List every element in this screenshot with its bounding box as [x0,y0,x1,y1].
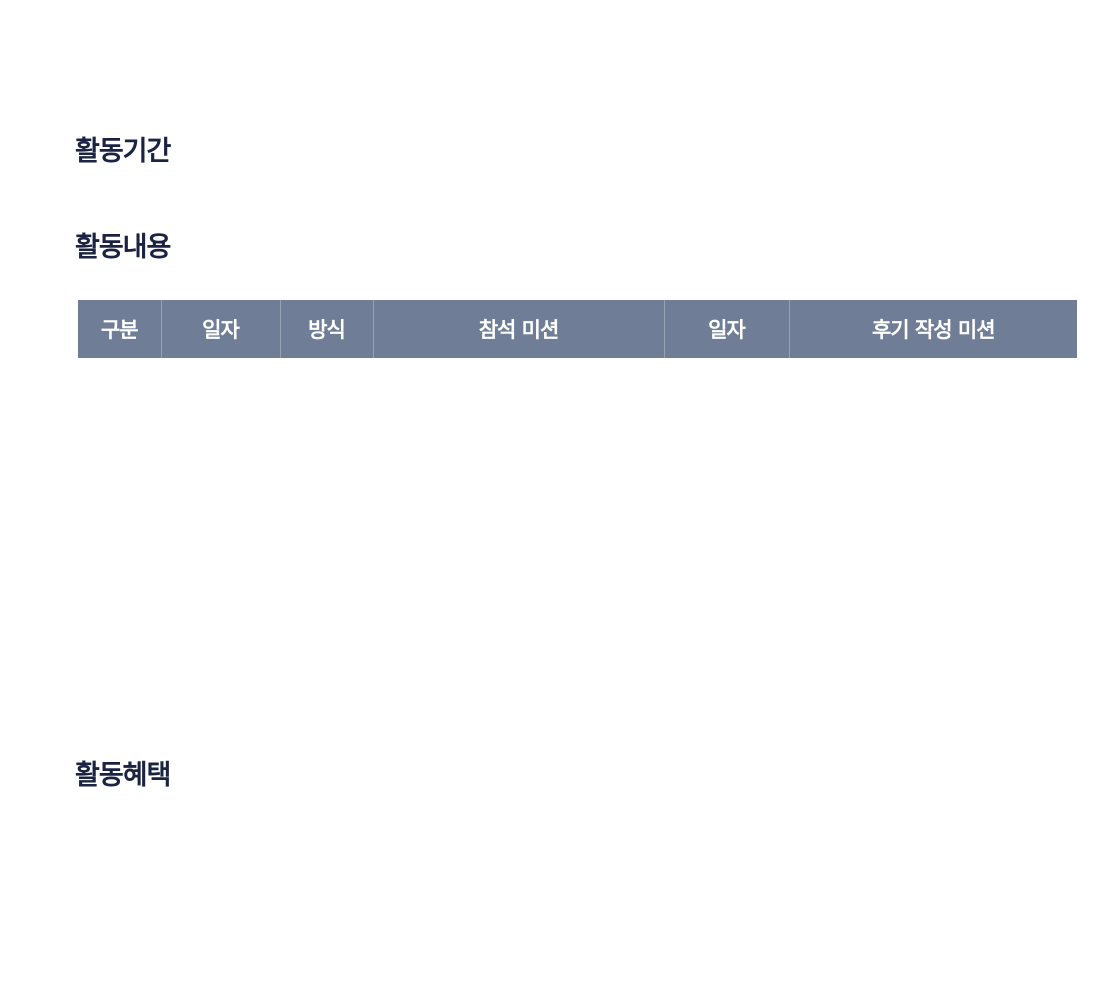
table-header-row: 구분 일자 방식 참석 미션 일자 후기 작성 미션 [78,300,1077,358]
column-header-date-2: 일자 [663,300,789,358]
section-title-activity-content: 활동내용 [75,232,171,263]
column-header-category: 구분 [100,318,139,342]
column-header-date: 일자 [160,300,280,358]
section-title-activity-period: 활동기간 [75,136,171,167]
activity-content-table: 구분 일자 방식 참석 미션 일자 후기 작성 미션 [78,300,1077,358]
section-title-activity-benefits: 활동혜택 [75,760,171,791]
column-header-attendance-mission: 참석 미션 [372,300,664,358]
column-header-review-mission: 후기 작성 미션 [788,300,1077,358]
column-header-method: 방식 [279,300,373,358]
